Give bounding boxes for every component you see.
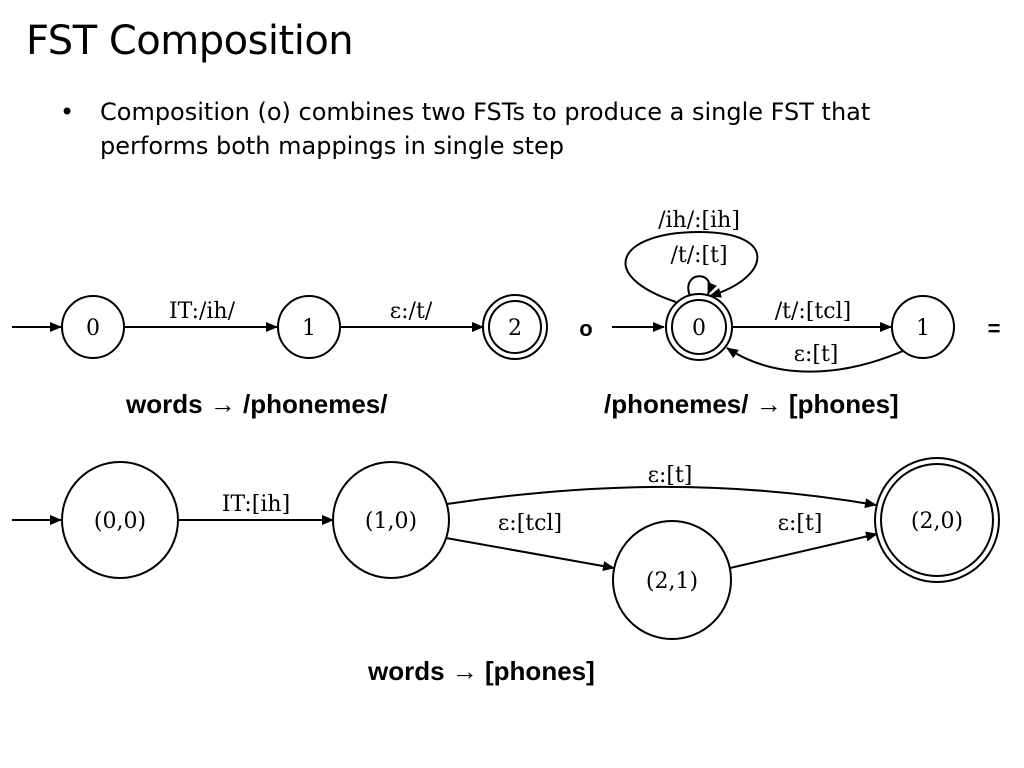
- fst2-state-0-label: 0: [692, 316, 706, 341]
- result-arc-label-top-t: ε:[t]: [648, 463, 693, 488]
- fst1-arc-label-0: IT:/ih/: [169, 299, 236, 324]
- fst1-words-to-phonemes: [12, 294, 548, 360]
- result-arc-label-ih: IT:[ih]: [222, 492, 290, 517]
- fst2-state-1: [891, 295, 955, 359]
- bullet-item: • Composition (o) combines two FSTs to p…: [60, 95, 960, 163]
- fst2-phonemes-to-phones: [612, 230, 955, 373]
- compose-operator: o: [579, 316, 592, 341]
- result-arc-21-20: [729, 531, 878, 569]
- result-arc-10-21: [445, 537, 615, 571]
- fst2-state-0-final-inner: [671, 299, 727, 355]
- result-state-2-0-final-inner: [880, 463, 994, 577]
- result-state-1-0-label: (1,0): [365, 509, 417, 534]
- fst2-self-loop-label-outer: /ih/:[ih]: [658, 208, 740, 233]
- result-arc-label-tcl: ε:[tcl]: [498, 511, 562, 536]
- result-labels: (0,0) (1,0) (2,1) (2,0) IT:[ih] ε:[t] ε:…: [94, 463, 963, 686]
- result-state-2-0-label: (2,0): [911, 509, 963, 534]
- fst1-state-1-label: 1: [302, 316, 316, 341]
- result-state-2-0-final-outer: [874, 457, 1000, 583]
- fst1-state-2-final-inner: [488, 300, 542, 354]
- fst2-state-1-label: 1: [916, 316, 930, 341]
- fst1-arc-label-1: ε:/t/: [390, 299, 433, 324]
- result-state-1-0: [332, 461, 450, 579]
- fst2-caption: /phonemes/ → [phones]: [604, 389, 899, 419]
- fst2-arc-label-1-0: ε:[t]: [794, 342, 839, 367]
- bullet-list: • Composition (o) combines two FSTs to p…: [60, 95, 960, 163]
- result-state-2-1: [612, 520, 732, 640]
- result-state-0-0-label: (0,0): [94, 509, 146, 534]
- fst2-self-loop-label-inner: /t/:[t]: [670, 243, 727, 268]
- fst2-labels: 0 1 /ih/:[ih] /t/:[t] /t/:[tcl] ε:[t] /p…: [604, 208, 930, 419]
- fst1-state-0-label: 0: [86, 316, 100, 341]
- fst2-self-loop-inner: [687, 275, 717, 297]
- fst1-state-2-final-outer: [482, 294, 548, 360]
- fst2-self-loop-outer: [624, 230, 759, 303]
- result-arc-10-20: [446, 485, 877, 509]
- fst1-state-2-label: 2: [508, 316, 522, 341]
- bullet-mark: •: [60, 98, 75, 126]
- result-state-2-1-label: (2,1): [646, 569, 698, 594]
- slide-title: FST Composition: [26, 18, 354, 64]
- equals-operator: =: [988, 316, 1001, 341]
- fst1-labels: 0 1 2 IT:/ih/ ε:/t/ words → /phonemes/: [86, 299, 522, 419]
- bullet-text: Composition (o) combines two FSTs to pro…: [100, 98, 871, 160]
- result-fst: [12, 457, 1000, 640]
- fst2-arc-label-0-1: /t/:[tcl]: [775, 299, 851, 324]
- fst1-caption: words → /phonemes/: [125, 389, 388, 419]
- result-arc-label-bottom-t: ε:[t]: [778, 511, 823, 536]
- result-caption: words → [phones]: [367, 656, 595, 686]
- fst2-arc-1-0: [726, 347, 904, 373]
